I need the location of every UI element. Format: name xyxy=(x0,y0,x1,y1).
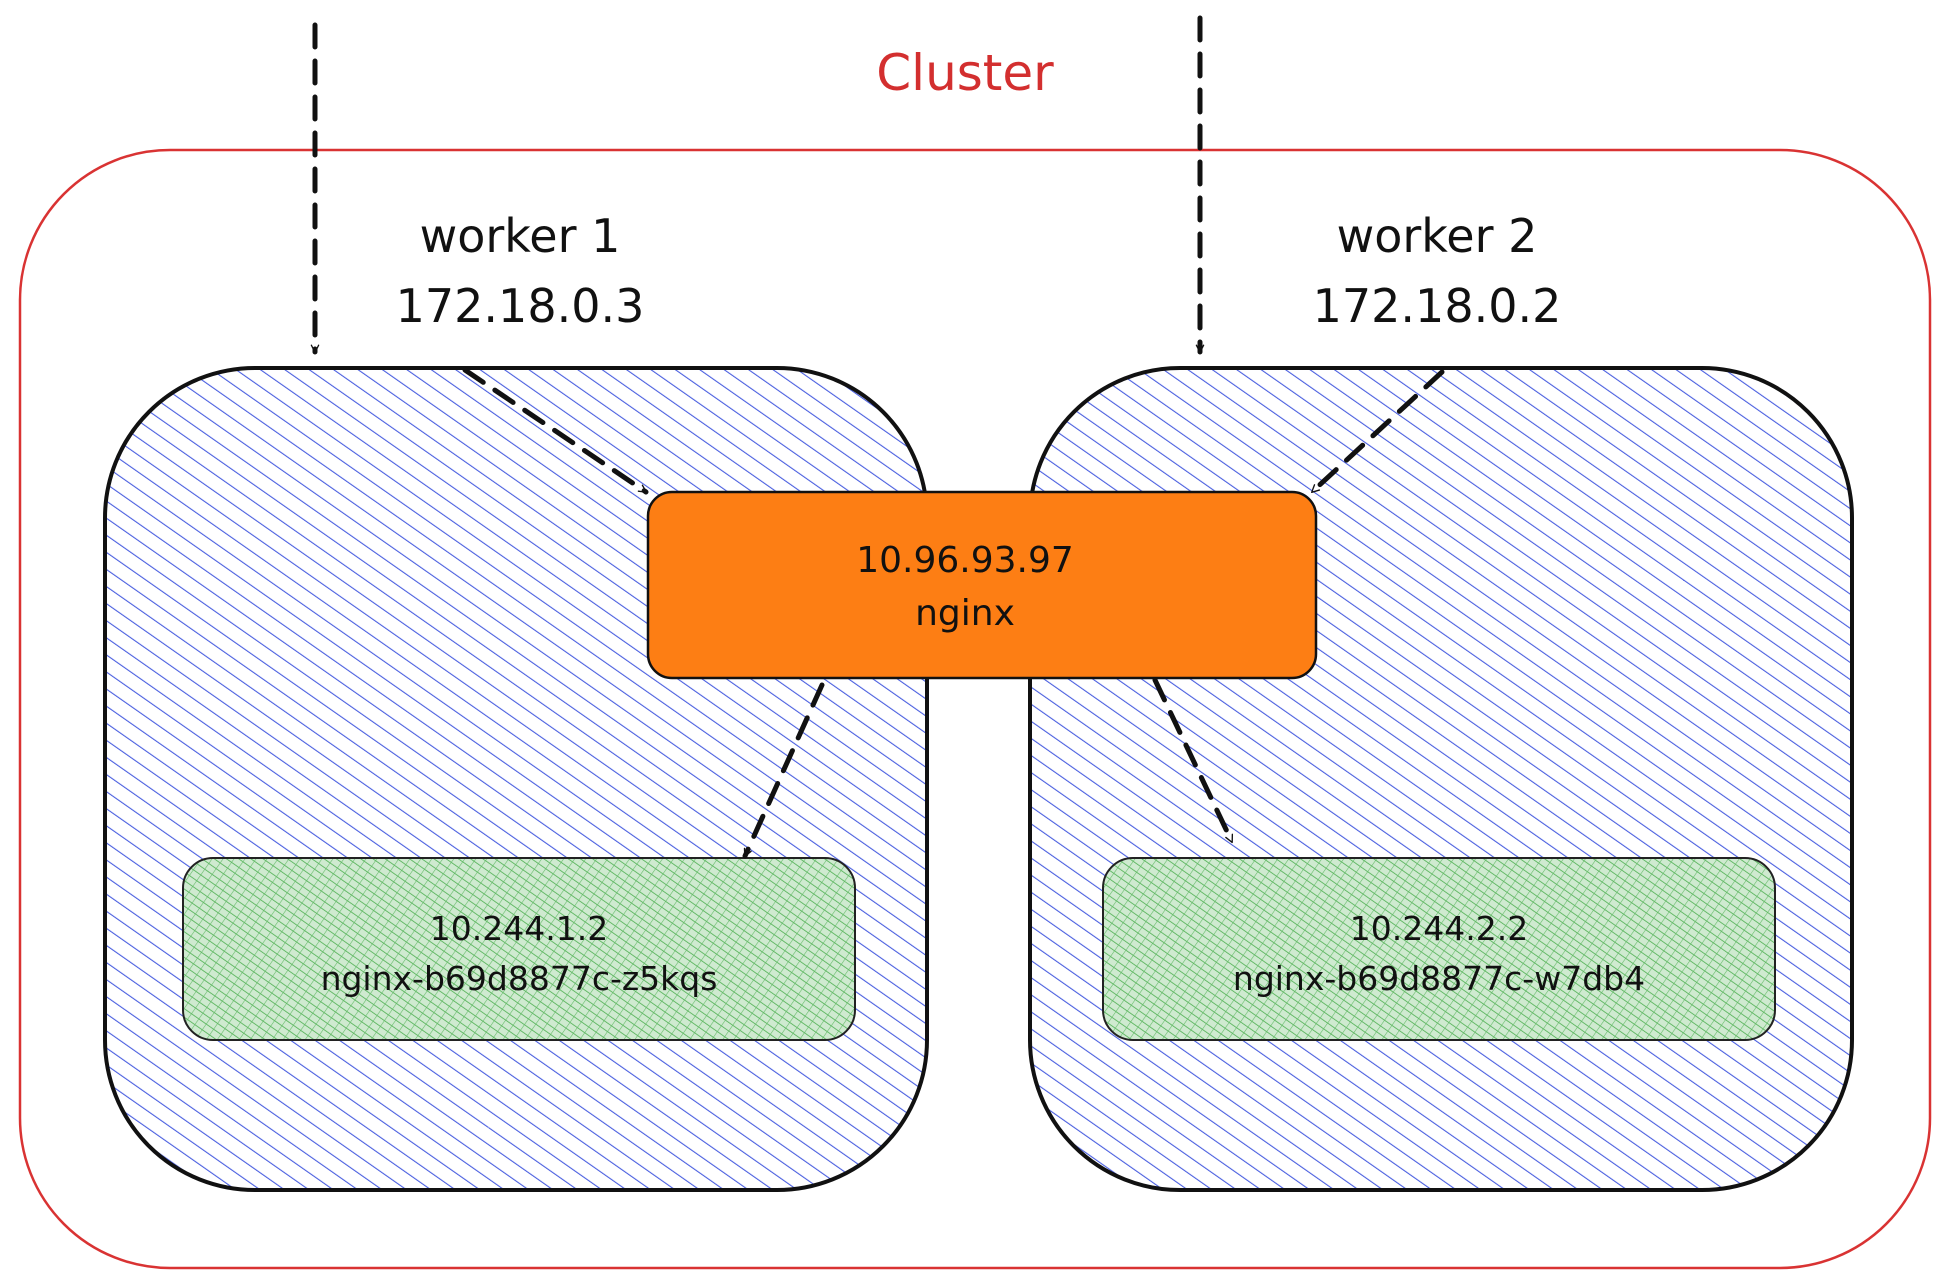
worker-1-name: worker 1 xyxy=(420,209,621,263)
worker-2-name: worker 2 xyxy=(1337,209,1538,263)
pod-1-name: nginx-b69d8877c-z5kqs xyxy=(321,959,718,998)
cluster-boundary xyxy=(18,148,1932,1270)
service-box xyxy=(646,490,1318,680)
cluster-label: Cluster xyxy=(876,44,1054,102)
arrow-service-to-pod-2 xyxy=(1152,677,1235,845)
service-ip: 10.96.93.97 xyxy=(856,540,1074,581)
worker-2-ip: 172.18.0.2 xyxy=(1313,279,1562,333)
traffic-arrows xyxy=(310,15,1445,859)
arrow-service-to-pod-1 xyxy=(742,682,825,859)
pod-1-box xyxy=(182,857,856,1041)
worker-1-ip: 172.18.0.3 xyxy=(396,279,645,333)
pod-1-ip: 10.244.1.2 xyxy=(430,909,608,948)
pod-2-name: nginx-b69d8877c-w7db4 xyxy=(1233,959,1645,998)
service-name: nginx xyxy=(915,593,1015,634)
pod-2-ip: 10.244.2.2 xyxy=(1350,909,1528,948)
arrow-worker-2-to-service xyxy=(1309,369,1445,495)
pod-2-box xyxy=(1102,857,1776,1041)
arrow-worker-1-to-service xyxy=(462,367,649,495)
